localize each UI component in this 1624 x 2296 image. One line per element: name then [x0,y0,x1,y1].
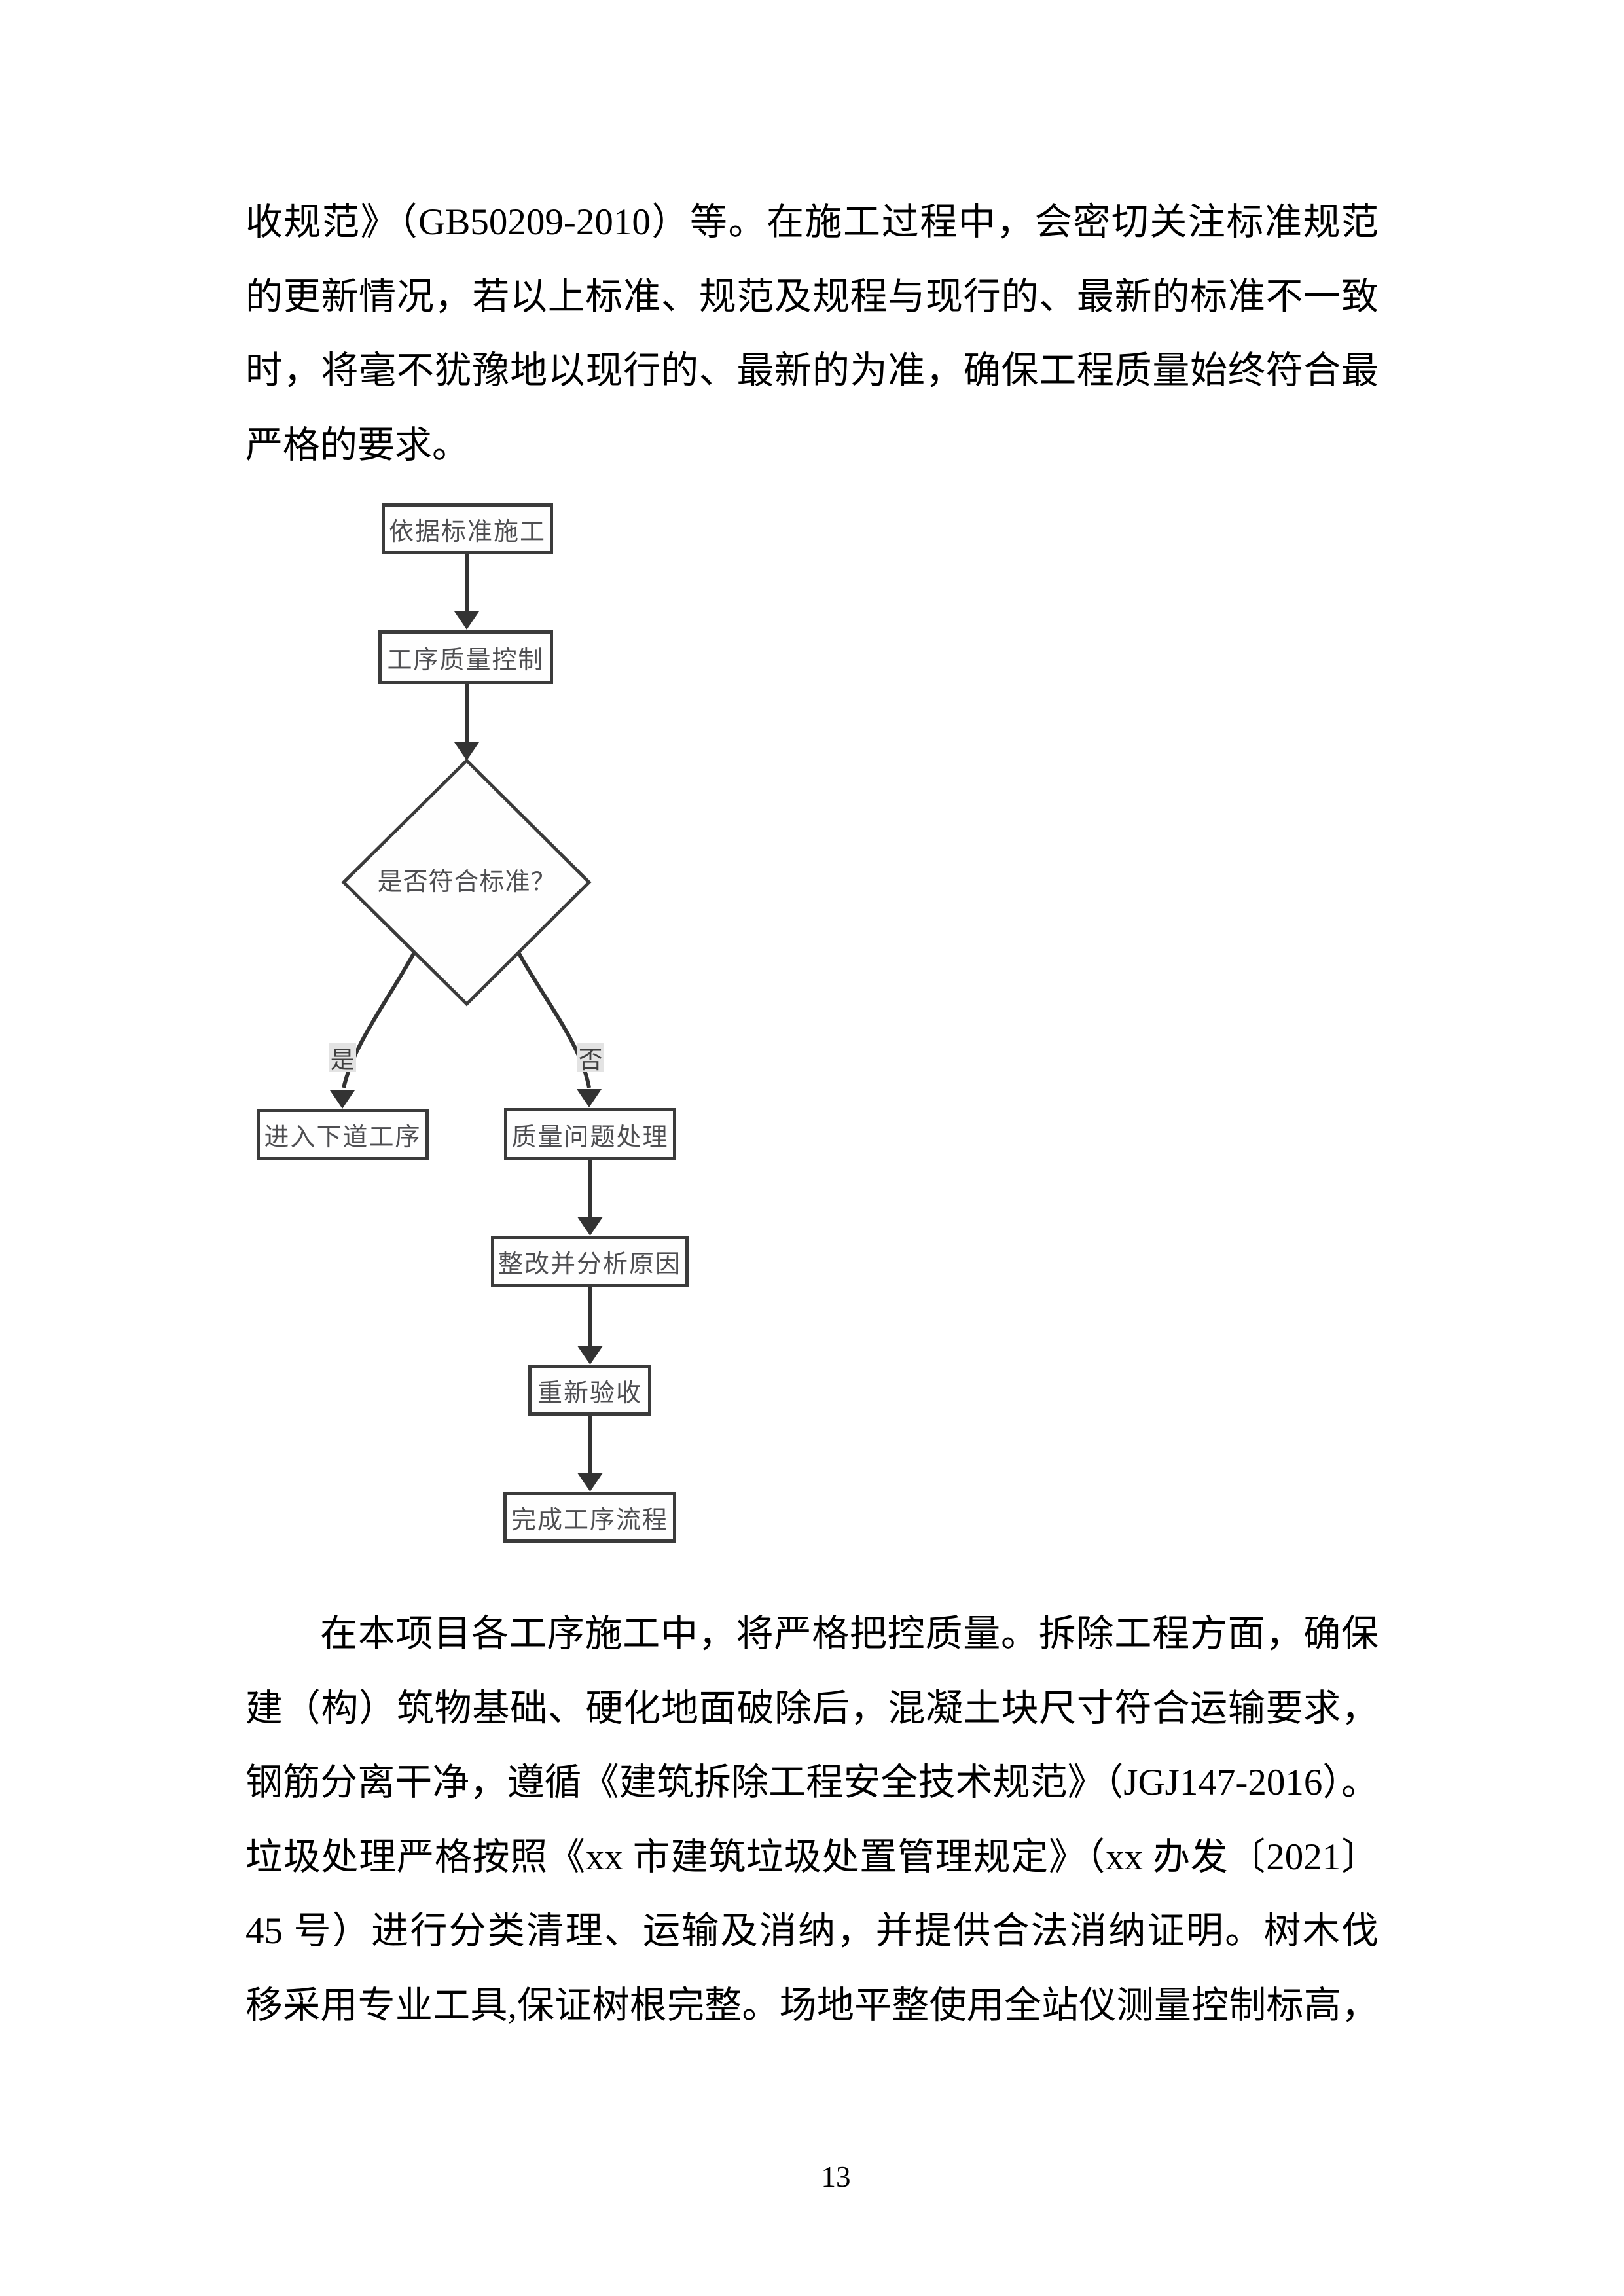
flow-node-next-process: 进入下道工序 [257,1109,429,1160]
paragraph-line: 钢筋分离干净，遵循《建筑拆除工程安全技术规范》（JGJ147-2016）。 [245,1762,1379,1803]
paragraph-line: 45 号）进行分类清理、运输及消纳，并提供合法消纳证明。树木伐 [245,1910,1379,1952]
arrowheads [330,611,603,1492]
paragraph-bottom: 在本项目各工序施工中，将严格把控质量。拆除工程方面，确保 建（构）筑物基础、硬化… [245,1597,1379,2043]
page-number: 13 [821,2161,851,2193]
paragraph-line: 建（构）筑物基础、硬化地面破除后，混凝土块尺寸符合运输要求， [245,1687,1379,1729]
paragraph-line: 时，将毫不犹豫地以现行的、最新的为准，确保工程质量始终符合最 [245,350,1379,391]
paragraph-top: 收规范》（GB50209-2010）等。在施工过程中，会密切关注标准规范 的更新… [245,185,1379,482]
paragraph-line: 在本项目各工序施工中，将严格把控质量。拆除工程方面，确保 [320,1613,1379,1655]
flow-node-rectify: 整改并分析原因 [491,1236,689,1287]
paragraph-line: 的更新情况，若以上标准、规范及规程与现行的、最新的标准不一致 [245,276,1379,317]
paragraph-line: 收规范》（GB50209-2010）等。在施工过程中，会密切关注标准规范 [245,202,1379,243]
paragraph-line: 移采用专业工具,保证树根完整。场地平整使用全站仪测量控制标高， [245,1984,1379,2026]
paragraph-line: 严格的要求。 [245,424,469,466]
flow-node-complete: 完成工序流程 [503,1492,676,1543]
flow-node-reinspect: 重新验收 [528,1365,651,1416]
flow-node-start: 依据标准施工 [382,503,553,554]
branch-label-no: 否 [577,1043,604,1074]
decision-diamond [341,758,592,1007]
flow-node-quality-control: 工序质量控制 [378,630,553,684]
flow-node-issue-handling: 质量问题处理 [504,1108,676,1160]
paragraph-line: 垃圾处理严格按照《xx 市建筑垃圾处置管理规定》（xx 办发〔2021〕 [245,1836,1379,1878]
flow-node-decision-label: 是否符合标准？ [377,869,556,896]
branch-label-yes: 是 [329,1043,356,1074]
